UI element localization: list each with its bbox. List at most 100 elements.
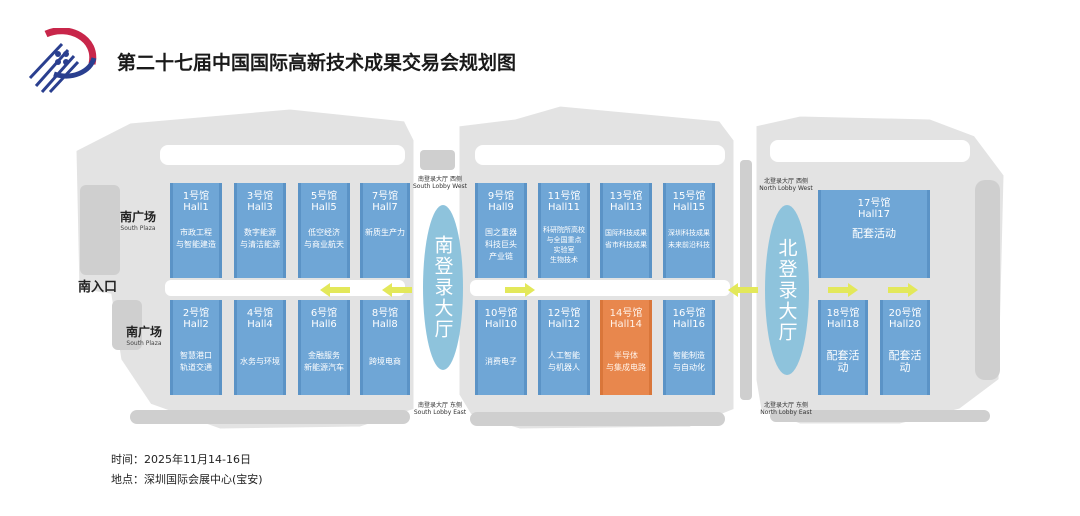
hall-name-en: Hall16: [673, 319, 705, 330]
south-lobby-east-label: 南登录大厅 东侧 South Lobby East: [405, 402, 475, 416]
hall-name-en: Hall8: [372, 319, 398, 330]
arrow-left-icon: [728, 283, 758, 297]
hall-name-en: Hall6: [311, 319, 337, 330]
hall-name-en: Hall14: [610, 319, 642, 330]
hall-12[interactable]: 12号馆 Hall12 人工智能 与机器人: [538, 300, 590, 395]
hall-number: 1号馆: [182, 191, 210, 202]
north-lobby-east-cn: 北登录大厅 东侧: [764, 402, 808, 409]
hall-name-en: Hall1: [183, 202, 209, 213]
hall-name-en: Hall2: [183, 319, 209, 330]
south-lobby-west-cn: 南登录大厅 西侧: [418, 176, 462, 183]
hall-name-en: Hall13: [610, 202, 642, 213]
arrow-right-icon: [505, 283, 535, 297]
north-lobby[interactable]: 北登录大厅: [765, 205, 809, 375]
hall-name-en: Hall20: [889, 319, 921, 330]
south-lobby-name: 南登录大厅: [431, 235, 454, 340]
hall-number: 20号馆: [888, 308, 922, 319]
north-lobby-east-en: North Lobby East: [760, 409, 812, 416]
hall-name-en: Hall7: [372, 202, 398, 213]
time-value: 2025年11月14-16日: [144, 453, 251, 466]
hall-theme: 科研院所高校 与全国重点 实验室 生物技术: [543, 226, 585, 264]
hall-name-en: Hall9: [488, 202, 514, 213]
arrow-left-icon: [320, 283, 350, 297]
hall-11[interactable]: 11号馆 Hall11 科研院所高校 与全国重点 实验室 生物技术: [538, 183, 590, 278]
hall-number: 10号馆: [484, 308, 518, 319]
hall-number: 18号馆: [826, 308, 860, 319]
south-lobby-east-en: South Lobby East: [413, 409, 467, 416]
hall-number: 9号馆: [487, 191, 515, 202]
hall-6[interactable]: 6号馆 Hall6 金融服务 新能源汽车: [298, 300, 350, 395]
hall-1[interactable]: 1号馆 Hall1 市政工程 与智能建造: [170, 183, 222, 278]
page-title: 第二十七届中国国际高新技术成果交易会规划图: [117, 52, 517, 74]
south-plaza-label-top: 南广场 South Plaza: [110, 208, 166, 232]
hall-theme: 配套活动: [826, 349, 860, 374]
hall-name-en: Hall10: [485, 319, 517, 330]
hall-7[interactable]: 7号馆 Hall7 新质生产力: [360, 183, 410, 278]
hall-name-en: Hall18: [827, 319, 859, 330]
hall-theme: 国之重器 科技巨头 产业链: [485, 228, 517, 261]
hall-theme: 智慧港口 轨道交通: [180, 351, 212, 372]
hall-name-en: Hall12: [548, 319, 580, 330]
hall-18[interactable]: 18号馆 Hall18 配套活动: [818, 300, 868, 395]
hall-number: 14号馆: [609, 308, 643, 319]
north-lobby-west-label: 北登录大厅 西侧 North Lobby West: [750, 178, 822, 192]
hall-number: 11号馆: [547, 191, 581, 202]
event-location: 地点：深圳国际会展中心(宝安): [111, 471, 263, 487]
arrow-right-icon: [888, 283, 918, 297]
hall-14[interactable]: 14号馆 Hall14 半导体 与集成电路: [600, 300, 652, 395]
place-label: 地点：: [111, 473, 144, 486]
south-entrance-label: 南入口: [78, 280, 118, 295]
hall-theme: 水务与环境: [240, 357, 280, 366]
hall-name-en: Hall4: [247, 319, 273, 330]
hall-name-en: Hall11: [548, 202, 580, 213]
hall-theme: 智能制造 与自动化: [673, 351, 705, 372]
hall-5[interactable]: 5号馆 Hall5 低空经济 与商业航天: [298, 183, 350, 278]
north-lobby-name: 北登录大厅: [775, 237, 798, 343]
south-plaza-label-bottom: 南广场 South Plaza: [116, 323, 172, 347]
hall-3[interactable]: 3号馆 Hall3 数字能源 与清洁能源: [234, 183, 286, 278]
hall-number: 17号馆: [857, 198, 891, 209]
hall-4[interactable]: 4号馆 Hall4 水务与环境: [234, 300, 286, 395]
hall-name-en: Hall3: [247, 202, 273, 213]
hall-theme: 市政工程 与智能建造: [176, 228, 216, 249]
hall-theme: 国际科技成果 省市科技成果: [605, 229, 647, 249]
time-label: 时间：: [111, 453, 144, 466]
hall-number: 5号馆: [310, 191, 338, 202]
south-lobby[interactable]: 南登录大厅: [423, 205, 463, 370]
north-lobby-east-label: 北登录大厅 东侧 North Lobby East: [750, 402, 822, 416]
hall-theme: 配套活动: [852, 227, 896, 240]
hall-theme: 配套活动: [888, 349, 922, 374]
hall-theme: 消费电子: [485, 357, 517, 366]
hall-number: 6号馆: [310, 308, 338, 319]
south-lobby-east-cn: 南登录大厅 东侧: [418, 402, 462, 409]
hall-number: 15号馆: [672, 191, 706, 202]
hall-number: 16号馆: [672, 308, 706, 319]
hall-theme: 数字能源 与清洁能源: [240, 228, 280, 249]
hall-15[interactable]: 15号馆 Hall15 深圳科技成果 未来前沿科技: [663, 183, 715, 278]
hall-theme: 人工智能 与机器人: [548, 351, 580, 372]
plaza-name-en: South Plaza: [126, 340, 162, 347]
hall-theme: 金融服务 新能源汽车: [304, 351, 344, 372]
place-value: 深圳国际会展中心(宝安): [144, 473, 263, 486]
south-lobby-west-label: 南登录大厅 西侧 South Lobby West: [405, 176, 475, 190]
hall-theme: 跨境电商: [369, 357, 401, 366]
hall-9[interactable]: 9号馆 Hall9 国之重器 科技巨头 产业链: [475, 183, 527, 278]
hall-16[interactable]: 16号馆 Hall16 智能制造 与自动化: [663, 300, 715, 395]
logo-icon: [28, 28, 97, 94]
hall-8[interactable]: 8号馆 Hall8 跨境电商: [360, 300, 410, 395]
hall-name-en: Hall15: [673, 202, 705, 213]
north-lobby-west-en: North Lobby West: [759, 185, 813, 192]
hall-10[interactable]: 10号馆 Hall10 消费电子: [475, 300, 527, 395]
hall-20[interactable]: 20号馆 Hall20 配套活动: [880, 300, 930, 395]
hall-2[interactable]: 2号馆 Hall2 智慧港口 轨道交通: [170, 300, 222, 395]
hall-number: 12号馆: [547, 308, 581, 319]
hall-number: 13号馆: [609, 191, 643, 202]
hall-number: 8号馆: [371, 308, 399, 319]
hall-17[interactable]: 17号馆 Hall17 配套活动: [818, 190, 930, 278]
hall-number: 4号馆: [246, 308, 274, 319]
hall-name-en: Hall5: [311, 202, 337, 213]
event-time: 时间：2025年11月14-16日: [111, 451, 251, 467]
hall-theme: 半导体 与集成电路: [606, 351, 646, 372]
hall-13[interactable]: 13号馆 Hall13 国际科技成果 省市科技成果: [600, 183, 652, 278]
hall-theme: 新质生产力: [365, 228, 405, 237]
